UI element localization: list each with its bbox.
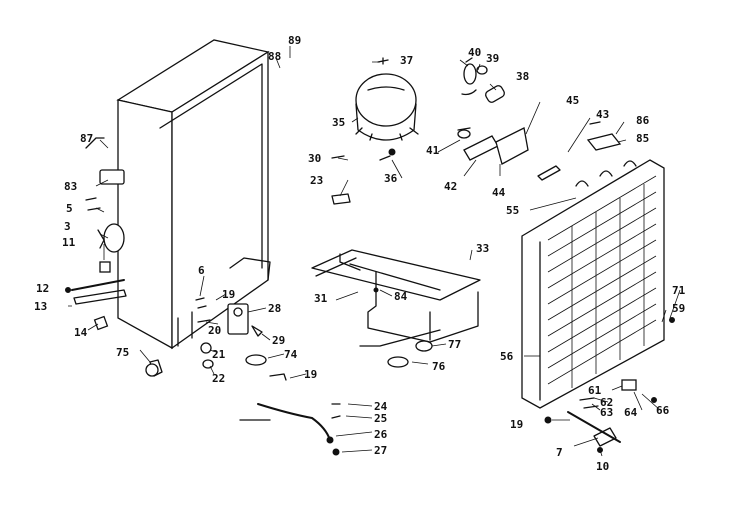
label-43: 43: [596, 108, 609, 121]
label-30: 30: [308, 152, 321, 165]
label-41: 41: [426, 144, 440, 157]
label-37: 37: [400, 54, 413, 67]
label-14: 14: [74, 326, 88, 339]
label-21: 21: [212, 348, 226, 361]
label-20: 20: [208, 324, 221, 337]
power-cord: [239, 403, 341, 456]
condenser: [521, 159, 675, 453]
label-62: 62: [600, 396, 613, 409]
label-40: 40: [468, 46, 481, 59]
label-12: 12: [36, 282, 49, 295]
label-76: 76: [432, 360, 446, 373]
label-89: 89: [288, 34, 301, 47]
leader-lines: [66, 46, 681, 457]
label-19-b: 19: [304, 368, 317, 381]
cabinet-side-parts: [65, 137, 163, 377]
label-44: 44: [492, 186, 506, 199]
label-39: 39: [486, 52, 499, 65]
label-24: 24: [374, 400, 388, 413]
label-87: 87: [80, 132, 93, 145]
label-61: 61: [588, 384, 602, 397]
part-labels: 89 88 37 40 39 38 45 43 86 85 35 41 42 4…: [34, 34, 686, 473]
label-31: 31: [314, 292, 328, 305]
label-11: 11: [62, 236, 76, 249]
base-frame: [311, 155, 481, 368]
label-59: 59: [672, 302, 685, 315]
label-84: 84: [394, 290, 408, 303]
label-64: 64: [624, 406, 638, 419]
label-13: 13: [34, 300, 47, 313]
label-88: 88: [268, 50, 281, 63]
label-23: 23: [310, 174, 323, 187]
relay-parts: [457, 57, 561, 181]
control-parts: [195, 297, 287, 381]
label-10: 10: [596, 460, 609, 473]
label-63: 63: [600, 406, 613, 419]
label-25: 25: [374, 412, 387, 425]
cabinet: [116, 39, 271, 350]
top-right-parts: [586, 121, 622, 151]
label-19-a: 19: [222, 288, 235, 301]
label-27: 27: [374, 444, 387, 457]
compressor: [355, 57, 419, 161]
label-55: 55: [506, 204, 519, 217]
label-74: 74: [284, 348, 298, 361]
label-56: 56: [500, 350, 514, 363]
label-75: 75: [116, 346, 129, 359]
label-66: 66: [656, 404, 670, 417]
label-35: 35: [332, 116, 345, 129]
label-77: 77: [448, 338, 461, 351]
label-36: 36: [384, 172, 398, 185]
label-29: 29: [272, 334, 285, 347]
label-42: 42: [444, 180, 457, 193]
label-33: 33: [476, 242, 489, 255]
label-6: 6: [198, 264, 205, 277]
label-3: 3: [64, 220, 71, 233]
label-26: 26: [374, 428, 388, 441]
label-19-c: 19: [510, 418, 523, 431]
label-45: 45: [566, 94, 579, 107]
label-38: 38: [516, 70, 529, 83]
label-28: 28: [268, 302, 281, 315]
label-85: 85: [636, 132, 649, 145]
label-83: 83: [64, 180, 77, 193]
label-5: 5: [66, 202, 73, 215]
label-7: 7: [556, 446, 563, 459]
label-86: 86: [636, 114, 650, 127]
label-71: 71: [672, 284, 686, 297]
label-22: 22: [212, 372, 225, 385]
